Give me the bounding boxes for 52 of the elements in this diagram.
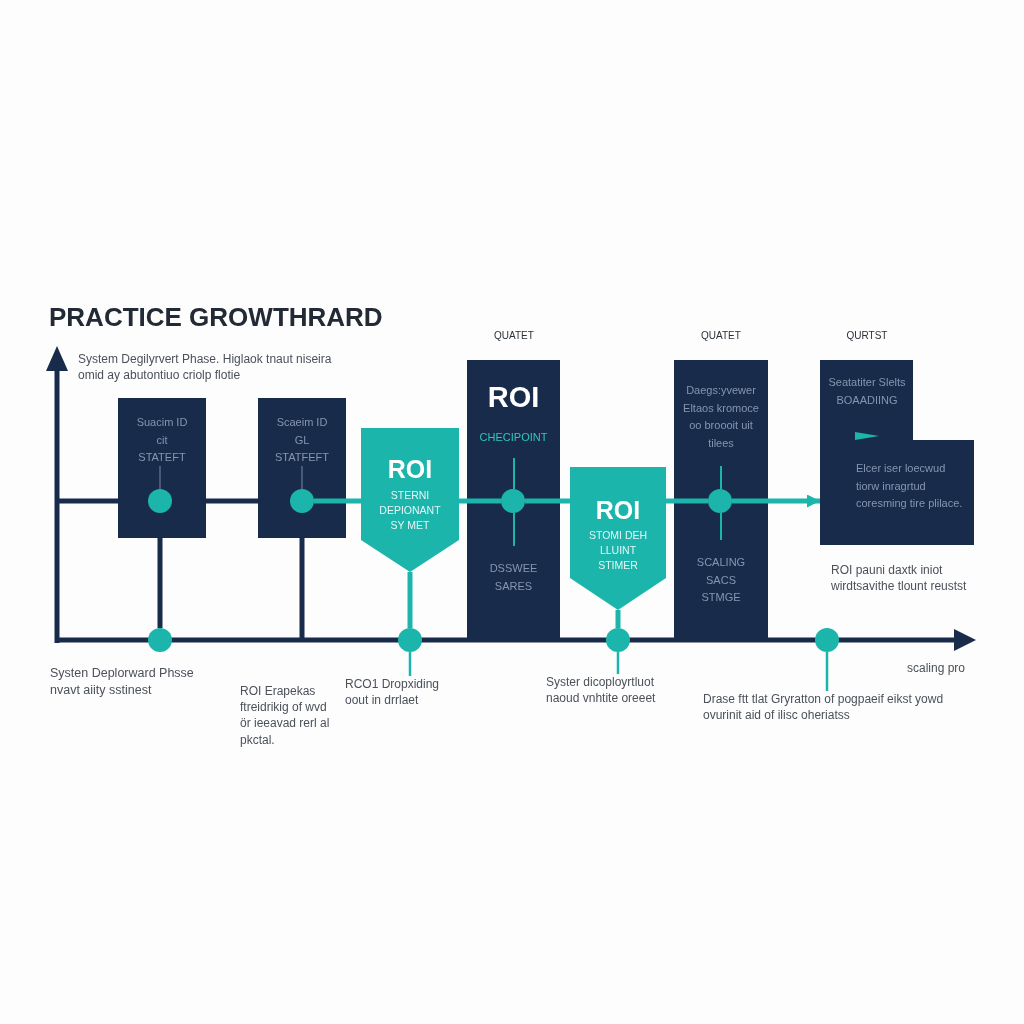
connector-line bbox=[299, 538, 305, 638]
annotation-text: Drase ftt tlat Gryratton of pogpaeif eikst yowd ovurinit aid of ilisc oheriatss bbox=[703, 691, 975, 724]
annotation-text: RCO1 Dropxiding oout in drrlaet bbox=[345, 676, 457, 709]
pennant-panel bbox=[570, 467, 666, 610]
connector-line bbox=[459, 498, 501, 504]
column-heading: QUATET bbox=[701, 330, 741, 342]
stage-label: SCALING SACS STMGE bbox=[695, 555, 747, 606]
roi-heading: ROI bbox=[387, 456, 433, 484]
milestone-dot bbox=[290, 489, 314, 513]
milestone-dot bbox=[148, 489, 172, 513]
connector-line bbox=[525, 498, 570, 504]
milestone-dot bbox=[708, 489, 732, 513]
connector-line bbox=[666, 498, 708, 504]
stage-panel bbox=[820, 360, 974, 545]
column-heading: QURTST bbox=[846, 330, 888, 342]
stage-label: DSSWEE SARES bbox=[488, 561, 539, 594]
diagram-title: PRACTICE GROWTHRARD bbox=[49, 303, 383, 332]
milestone-dot bbox=[398, 628, 422, 652]
roi-heading: ROI bbox=[595, 497, 641, 525]
leader-line bbox=[408, 652, 412, 676]
stage-panel bbox=[118, 398, 206, 538]
stage-panel bbox=[467, 360, 560, 640]
stage-panel bbox=[674, 360, 768, 640]
stage-label: Suacim ID cit STATEFT bbox=[135, 415, 189, 466]
roi-heading: ROI bbox=[487, 382, 540, 414]
connector-line bbox=[157, 538, 163, 628]
connector-line bbox=[615, 610, 621, 628]
milestone-dot bbox=[815, 628, 839, 652]
stage-panel bbox=[258, 398, 346, 538]
leader-line bbox=[825, 652, 829, 691]
note-text: ROI Erapekas ftreidrikig of wvd ör ieeavad rerl al pkctal. bbox=[240, 683, 331, 748]
checkpoint-label: CHECIPOINT bbox=[479, 430, 548, 445]
phase-caption: Systen Deplorward Phsse nvavt aiity sstinest bbox=[50, 665, 195, 699]
milestone-dot bbox=[606, 628, 630, 652]
note-text: System Degilyrvert Phase. Higlaok tnaut niseira omid ay abutontiuo criolp flotie bbox=[78, 351, 333, 384]
arrow bbox=[732, 494, 820, 508]
stage-label: Scaeim ID GL STATFEFT bbox=[274, 415, 330, 466]
annotation-text: Syster dicoployrtluot naoud vnhtite oreeet bbox=[546, 674, 688, 707]
leader-line bbox=[616, 652, 620, 674]
column-heading: QUATET bbox=[494, 330, 534, 342]
pennant-panel bbox=[361, 428, 459, 572]
milestone-dot bbox=[501, 489, 525, 513]
connector-line bbox=[407, 572, 413, 628]
stage-label: STOMI DEH LLUINT STIMER bbox=[587, 528, 649, 574]
note-text: ROI pauni daxtk iniot wirdtsavithe tlount reustst bbox=[831, 562, 968, 595]
stage-label: STERNI DEPIONANT SY MET bbox=[378, 488, 442, 534]
description-text: Daegs:yvewer Eltaos kromoce oo broooit uit tilees bbox=[682, 383, 760, 451]
stage-label: Seatatiter Slelts BOAADIING bbox=[828, 375, 906, 408]
description-text: Elcer iser loecwud tiorw inragrtud coresming tire plilace. bbox=[856, 461, 964, 512]
connector-line bbox=[314, 498, 361, 504]
axis-label: scaling pro bbox=[907, 660, 966, 677]
milestone-dot bbox=[148, 628, 172, 652]
